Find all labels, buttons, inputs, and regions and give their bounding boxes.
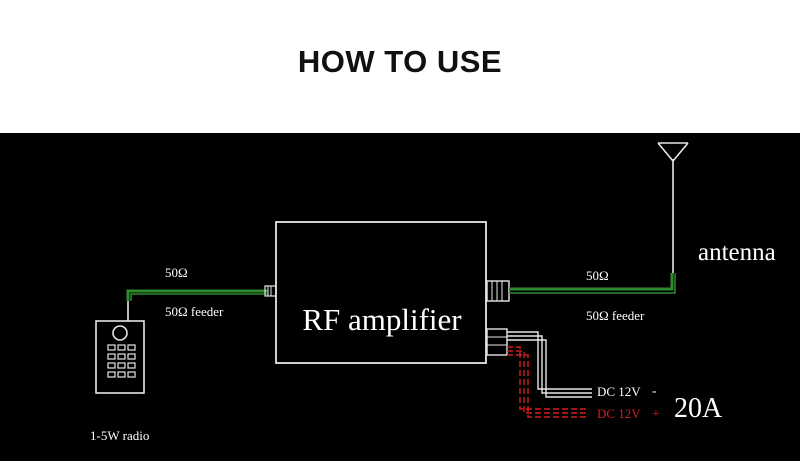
diagram-canvas: RF amplifier antenna [90,142,776,443]
left-feeder-label: 50Ω feeder [165,304,224,319]
heading-area: HOW TO USE [0,0,800,133]
right-connector [486,280,510,302]
current-label: 20A [674,393,723,424]
dc-positive-wire [507,346,588,418]
wiring-diagram: RF amplifier antenna [0,133,800,461]
power-connector [486,328,508,356]
right-feeder-label: 50Ω feeder [586,308,645,323]
antenna-icon [657,142,689,273]
amplifier-box [275,221,487,364]
dc-negative-sign: - [652,384,657,399]
page-title: HOW TO USE [297,44,503,79]
dc-positive-label: DC 12V [597,406,641,421]
antenna-label: antenna [698,239,776,266]
dc-negative-label: DC 12V [597,384,641,399]
radio-label: 1-5W radio [90,428,149,443]
amplifier-label: RF amplifier [302,302,462,337]
radio-icon [95,320,145,394]
right-impedance-label: 50Ω [586,268,609,283]
left-feeder-line [126,289,268,321]
left-impedance-label: 50Ω [165,265,188,280]
dc-positive-sign: + [652,407,660,422]
right-feeder-line [509,273,676,294]
dc-negative-wire [507,331,592,398]
